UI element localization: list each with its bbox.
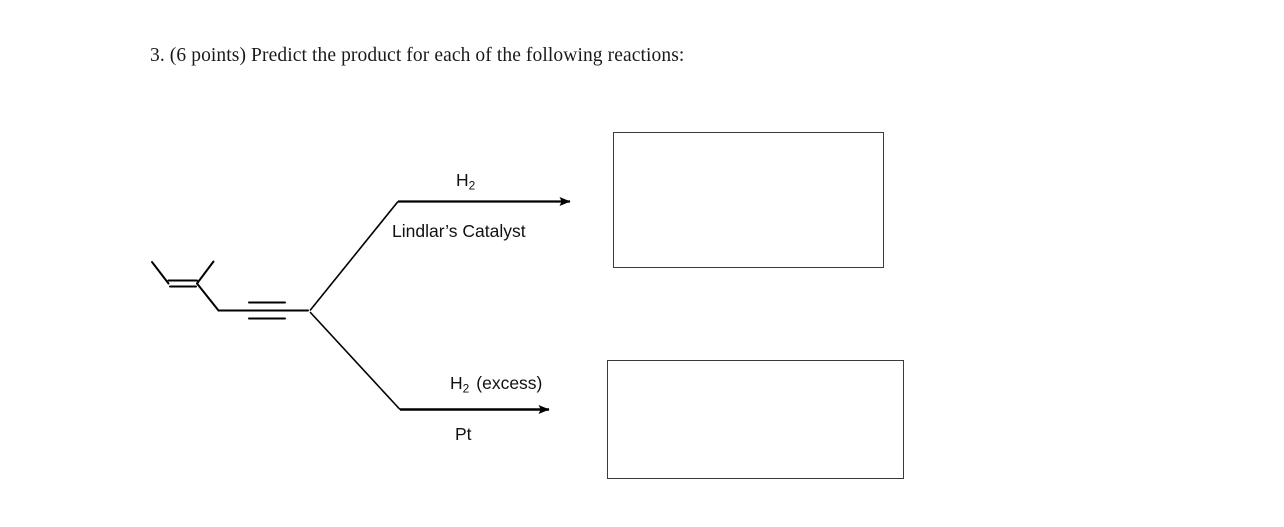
page-title: 3. (6 points) Predict the product for ea… bbox=[150, 45, 685, 66]
reagent-h2-subscript-bottom: 2 bbox=[462, 381, 470, 396]
bond-methyl-branch bbox=[196, 260, 215, 285]
bond-terminal-methyl-left bbox=[151, 261, 170, 285]
bond-to-methylene bbox=[196, 282, 220, 312]
reagent-h2-subscript: 2 bbox=[468, 178, 476, 193]
reagent-h2-symbol-bottom: H bbox=[450, 373, 463, 393]
reagent-h2-symbol: H bbox=[456, 170, 469, 190]
catalyst-label-lindlar: Lindlar’s Catalyst bbox=[392, 221, 526, 241]
reagent-label-h2-bottom: H2 (excess) bbox=[450, 373, 542, 395]
catalyst-label-pt: Pt bbox=[455, 424, 472, 444]
answer-box-reaction-bottom[interactable] bbox=[607, 360, 904, 479]
branch-connector-bottom bbox=[309, 311, 401, 411]
reaction-bottom-arrow-group bbox=[309, 311, 550, 414]
reagent-label-h2-top: H2 bbox=[456, 170, 475, 192]
reaction-top-arrow-group bbox=[309, 197, 571, 312]
reagent-excess-note: (excess) bbox=[476, 373, 543, 393]
branch-connector-top bbox=[309, 200, 399, 312]
starting-material-structure bbox=[151, 260, 309, 320]
answer-box-reaction-top[interactable] bbox=[613, 132, 884, 268]
